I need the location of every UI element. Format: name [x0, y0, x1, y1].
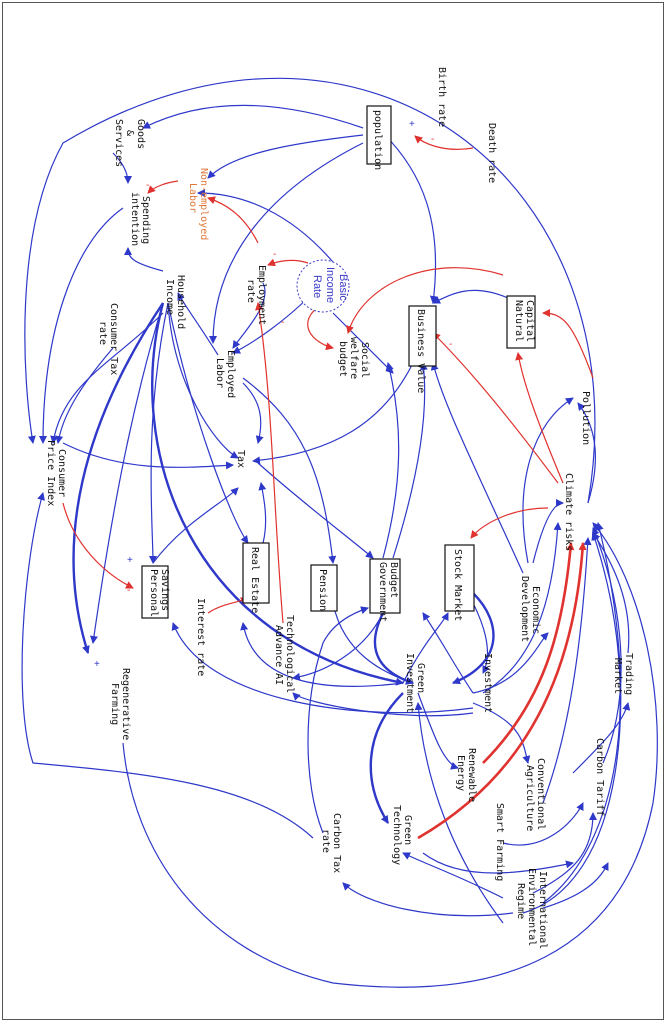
label-goods-services-3: Services [113, 119, 124, 167]
label-green-tech-1: Green [402, 815, 413, 845]
label-carbon-tariff: Carbon Tariff [594, 738, 605, 816]
label-death-rate: Death rate [486, 123, 497, 183]
label-social-welfare-1: Social [359, 342, 370, 378]
label-green-tech-2: Technology [391, 805, 402, 865]
label-social-welfare-3: budget [337, 341, 348, 377]
label-conv-ag-2: Agriculture [524, 765, 535, 831]
sign-nonemployed: - [146, 180, 149, 191]
basic-income-line2: Income [324, 267, 336, 303]
label-goods-services-2: & [124, 130, 135, 136]
natural-capital-line1: Natural [513, 300, 524, 342]
label-investment: Investment [482, 653, 493, 713]
gov-budget-line1: Government [377, 562, 388, 622]
variable-labels: Birth rate Death rate Goods & Services S… [45, 67, 634, 949]
node-personal-savings[interactable]: Personal Savings [141, 565, 170, 619]
label-green-inv-1: Green [415, 663, 426, 693]
sign-savings-pos: + [127, 555, 133, 566]
node-basic-income-rate[interactable]: Basic Income Rate [296, 259, 350, 313]
node-stock-market[interactable]: Stock Market [444, 544, 475, 621]
label-household-1: Household [175, 275, 186, 329]
svg-text:Stock Market: Stock Market [452, 549, 463, 621]
label-employment-1: Employment [256, 265, 267, 325]
label-interest-rate: Interest rate [195, 598, 206, 676]
label-spending-2: intention [129, 192, 140, 246]
svg-text:Natural: Natural [513, 300, 524, 342]
label-consumer-tax-1: Consumer Tax [108, 303, 119, 375]
positive-links [21, 77, 658, 988]
node-real-estate[interactable]: Real Estate [242, 542, 270, 613]
label-cpi-1: Consumer [56, 449, 67, 497]
label-household-2: Income [164, 279, 175, 315]
label-tax: Tax [235, 450, 246, 468]
label-consumer-tax-2: rate [97, 321, 108, 345]
label-renewable-1: Renewable [466, 748, 477, 802]
label-nonemployed-1: Non-employed [198, 168, 209, 240]
sign-employed: - [281, 317, 284, 328]
label-nonemployed-2: Labor [187, 183, 198, 213]
label-spending-1: Spending [140, 196, 151, 244]
label-green-inv-2: Investment [404, 653, 415, 713]
label-ier-1: International [537, 871, 548, 949]
gov-budget-line2: Budget [388, 562, 399, 598]
basic-income-line3: Rate [311, 275, 323, 298]
label-social-welfare-2: welfare [348, 337, 359, 379]
label-goods-services-1: Goods [135, 119, 146, 149]
sign-death: - [431, 134, 434, 145]
node-population[interactable]: population [366, 105, 392, 170]
label-pollution: Pollution [580, 391, 591, 445]
sign-employment: - [273, 249, 276, 260]
basic-income-line1: Basic [337, 274, 349, 301]
label-renewable-2: Energy [455, 755, 466, 791]
causal-loop-diagram: + - - - - - + - + population Business Va… [21, 67, 658, 988]
label-trading-2: Market [612, 658, 623, 694]
label-climate-risks: Climate risks [563, 473, 574, 551]
label-econ-dev-1: Economic [530, 586, 541, 634]
personal-savings-line2: Savings [159, 569, 170, 611]
natural-capital-line2: Capital [524, 300, 535, 342]
label-employed-1: Employed [225, 350, 236, 398]
label-trading-1: Trading [623, 653, 634, 695]
node-natural-capital[interactable]: Natural Capital [506, 295, 536, 349]
sign-business: - [449, 339, 452, 350]
personal-savings-line1: Personal [148, 569, 159, 617]
sign-regen: + [94, 659, 100, 670]
node-business-value[interactable]: Business Value [408, 305, 437, 393]
svg-text:Real Estate: Real Estate [249, 547, 260, 613]
svg-text:Pension: Pension [317, 569, 328, 611]
label-employed-2: Labor [214, 358, 225, 388]
svg-text:Business Value: Business Value [415, 309, 426, 393]
label-smart-farming: Smart Farming [494, 803, 505, 881]
node-government-budget[interactable]: Government Budget [369, 558, 401, 622]
label-tech-1: Technological [284, 615, 295, 693]
polarity-signs: + - - - - - + - + [94, 119, 452, 670]
sign-birth: + [409, 119, 415, 130]
stock-nodes: population Business Value Natural Capita… [141, 105, 536, 622]
label-employment-2: rate [245, 279, 256, 303]
label-econ-dev-2: Development [519, 576, 530, 642]
sign-savings-neg: - [127, 585, 130, 596]
label-ier-2: Environmental [526, 868, 537, 946]
label-ier-3: Regime [515, 883, 526, 919]
label-conv-ag-1: Conventional [535, 758, 546, 830]
svg-text:population: population [372, 110, 383, 170]
label-carbon-tax-1: Carbon Tax [331, 813, 342, 873]
label-tech-2: Advance AI [273, 625, 284, 685]
label-cpi-2: Price Index [45, 440, 56, 506]
node-pension[interactable]: Pension [310, 564, 338, 612]
label-birth-rate: Birth rate [436, 67, 447, 127]
label-carbon-tax-2: rate [320, 829, 331, 853]
label-regen-2: Farming [109, 683, 120, 725]
label-regen-1: Regenerative [120, 668, 131, 740]
